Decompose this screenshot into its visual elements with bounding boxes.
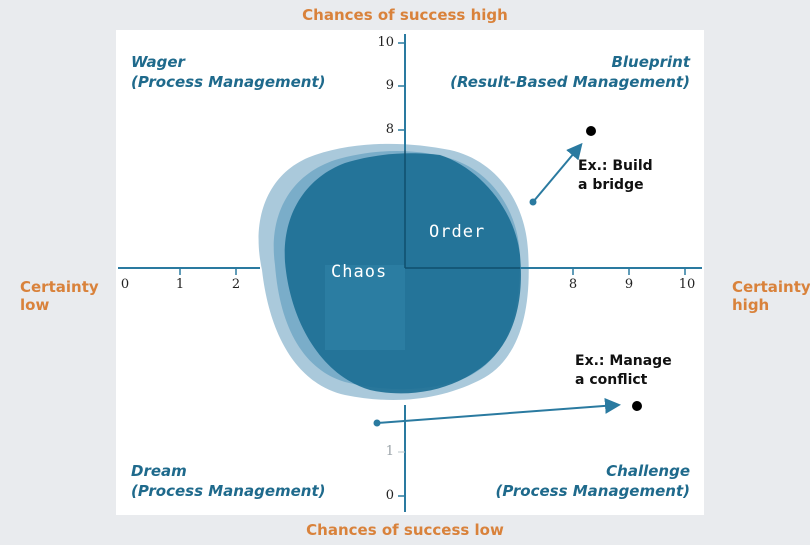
example-line: a bridge (578, 177, 644, 193)
axis-title-top: Chances of success high (302, 6, 508, 24)
x-tick-label: 8 (568, 277, 578, 292)
quadrant-subtitle: (Result-Based Management) (450, 73, 690, 91)
y-tick-label: 0 (385, 488, 394, 503)
quadrant-subtitle: (Process Management) (131, 73, 326, 91)
x-tick-label: 0 (120, 277, 130, 292)
quadrant-dream: Dream (Process Management) (131, 461, 326, 501)
bridge-arrow (532, 142, 583, 203)
x-tick-label: 2 (231, 277, 241, 292)
quadrant-wager: Wager (Process Management) (131, 52, 326, 92)
chaos-label-box (325, 265, 405, 350)
quadrant-blueprint: Blueprint (Result-Based Management) (450, 52, 690, 92)
conflict-arrow-tail (373, 419, 381, 427)
quadrant-title: Wager (131, 53, 185, 71)
bridge-arrow-tail (529, 198, 537, 206)
x-tick-label: 10 (678, 277, 696, 292)
conflict-arrow (376, 397, 621, 424)
x-tick-label: 9 (624, 277, 634, 292)
conflict-point (632, 401, 642, 411)
axis-title-left: Certainty low (20, 278, 99, 314)
quadrant-title: Dream (131, 462, 187, 480)
quadrant-challenge: Challenge (Process Management) (495, 461, 690, 501)
bridge-point (586, 126, 596, 136)
region-label-chaos: Chaos (331, 262, 388, 282)
quadrant-title: Blueprint (611, 53, 690, 71)
axis-title-bottom: Chances of success low (306, 521, 504, 539)
quadrant-subtitle: (Process Management) (495, 482, 690, 500)
y-tick-label: 1 (385, 444, 394, 459)
example-line: Ex.: Build (578, 158, 653, 174)
y-tick-label: 8 (385, 122, 394, 137)
y-tick-label: 10 (377, 35, 394, 50)
x-tick-label: 1 (175, 277, 185, 292)
y-tick-label: 9 (385, 78, 394, 93)
axis-title-right: Certainty high (732, 278, 810, 314)
example-line: a conflict (575, 372, 648, 388)
region-label-order: Order (429, 222, 486, 242)
quadrant-subtitle: (Process Management) (131, 482, 326, 500)
example-conflict: Ex.: Manage a conflict (575, 352, 672, 390)
example-line: Ex.: Manage (575, 353, 672, 369)
example-bridge: Ex.: Build a bridge (578, 157, 653, 195)
quadrant-title: Challenge (606, 462, 690, 480)
